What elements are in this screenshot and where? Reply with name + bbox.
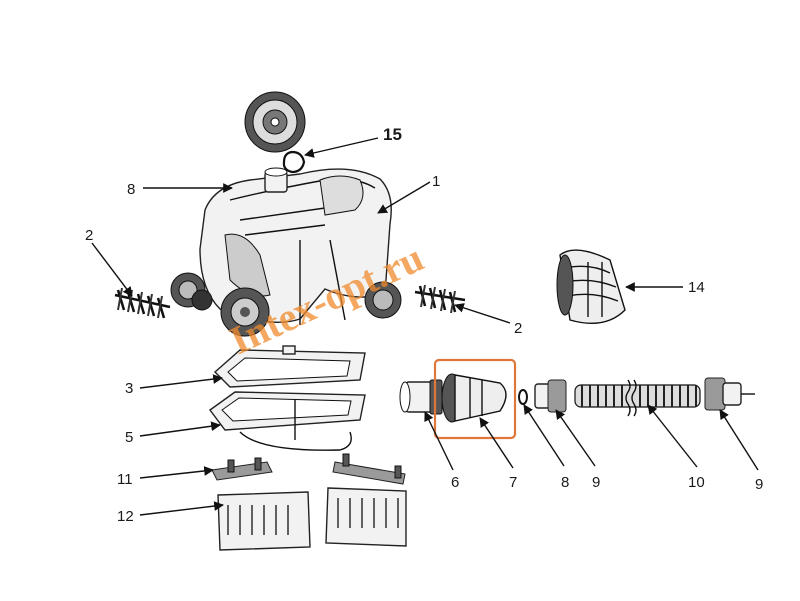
part-9-nut-right	[704, 377, 755, 411]
part-2-brush-right	[414, 284, 466, 314]
callout-9-left: 9	[592, 474, 600, 491]
part-2-brush-left	[114, 287, 171, 319]
callout-5: 5	[125, 429, 133, 446]
part-11-clip-right	[332, 453, 406, 485]
part-5-filter-tray	[209, 391, 366, 451]
callout-10: 10	[688, 474, 705, 491]
part-12-comb-right	[325, 487, 407, 547]
callout-8-top: 8	[127, 181, 135, 198]
callout-2-left: 2	[85, 227, 93, 244]
callout-3: 3	[125, 380, 133, 397]
callout-1: 1	[432, 173, 440, 190]
callout-6: 6	[451, 474, 459, 491]
part-15-cap	[244, 91, 306, 174]
callout-2-right: 2	[514, 320, 522, 337]
callout-15: 15	[383, 125, 402, 144]
callout-9-right: 9	[755, 476, 763, 493]
part-3-filter-frame	[213, 345, 366, 388]
part-11-clip-left	[211, 457, 273, 481]
highlight-box	[433, 358, 517, 440]
callout-12: 12	[117, 508, 134, 525]
callout-8-right: 8	[561, 474, 569, 491]
callout-11: 11	[117, 471, 133, 488]
leader-lines	[91, 137, 759, 516]
part-12-comb-left	[217, 491, 311, 551]
callout-14: 14	[688, 279, 705, 296]
part-10-hose	[574, 379, 701, 417]
part-9-nut-left	[534, 379, 567, 413]
callout-7: 7	[509, 474, 517, 491]
part-8-o-ring	[518, 389, 528, 405]
part-14-cartridge	[556, 249, 626, 324]
part-6-adaptor	[399, 379, 443, 415]
robot-wheels	[170, 272, 402, 337]
part-7-swivel	[441, 373, 507, 423]
